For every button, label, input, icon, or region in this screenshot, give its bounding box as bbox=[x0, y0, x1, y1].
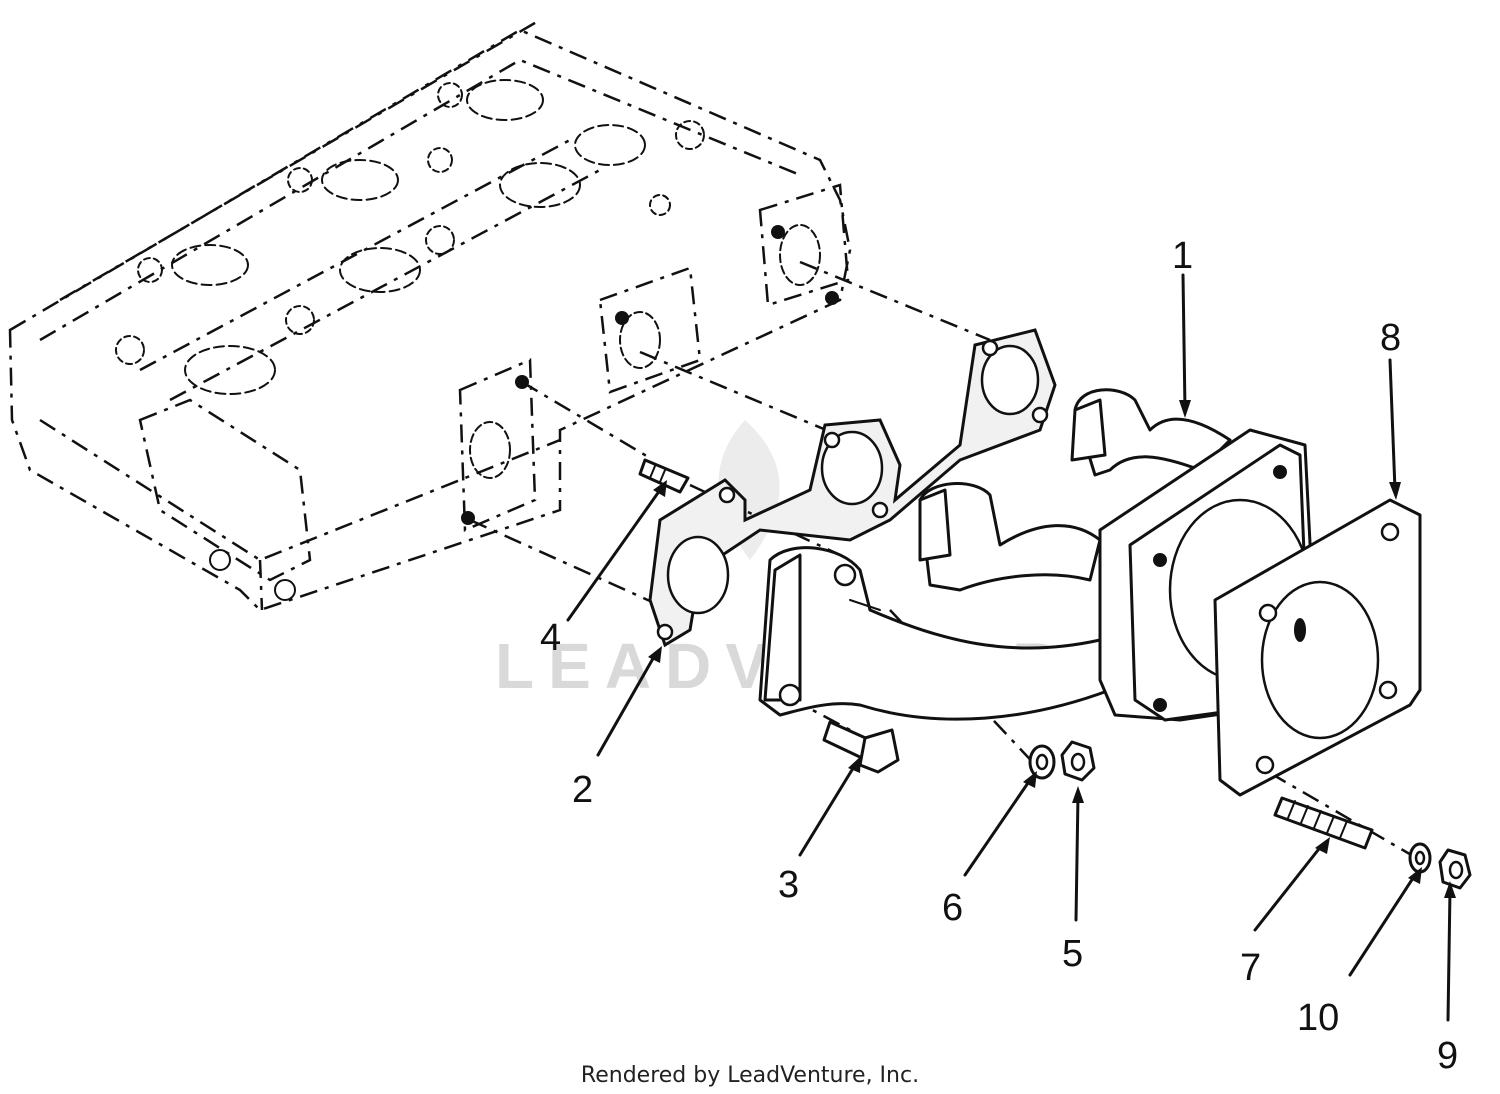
callout-4: 4 bbox=[540, 617, 561, 659]
washer-6 bbox=[1028, 744, 1056, 780]
washer-10 bbox=[1408, 842, 1432, 874]
callout-5: 5 bbox=[1062, 933, 1083, 975]
manifold-gasket bbox=[648, 328, 1057, 648]
stud-short bbox=[638, 458, 690, 494]
nut-9 bbox=[1438, 848, 1472, 890]
bolt bbox=[822, 720, 900, 774]
callout-1: 1 bbox=[1172, 235, 1193, 277]
callout-7: 7 bbox=[1240, 947, 1261, 989]
footer-credit: Rendered by LeadVenture, Inc. bbox=[581, 1063, 919, 1088]
flange-gasket bbox=[1213, 498, 1422, 797]
nut-5 bbox=[1060, 740, 1096, 782]
callout-2: 2 bbox=[572, 769, 593, 811]
callout-9: 9 bbox=[1437, 1035, 1458, 1077]
stud-long bbox=[1273, 796, 1374, 850]
callout-3: 3 bbox=[778, 864, 799, 906]
cylinder-head bbox=[8, 18, 852, 612]
callout-10: 10 bbox=[1297, 997, 1339, 1039]
callout-8: 8 bbox=[1380, 317, 1401, 359]
callout-6: 6 bbox=[942, 887, 963, 929]
leader-lines bbox=[566, 273, 1456, 1022]
callout-labels: 1 2 3 4 5 6 7 8 9 10 bbox=[540, 235, 1458, 1077]
